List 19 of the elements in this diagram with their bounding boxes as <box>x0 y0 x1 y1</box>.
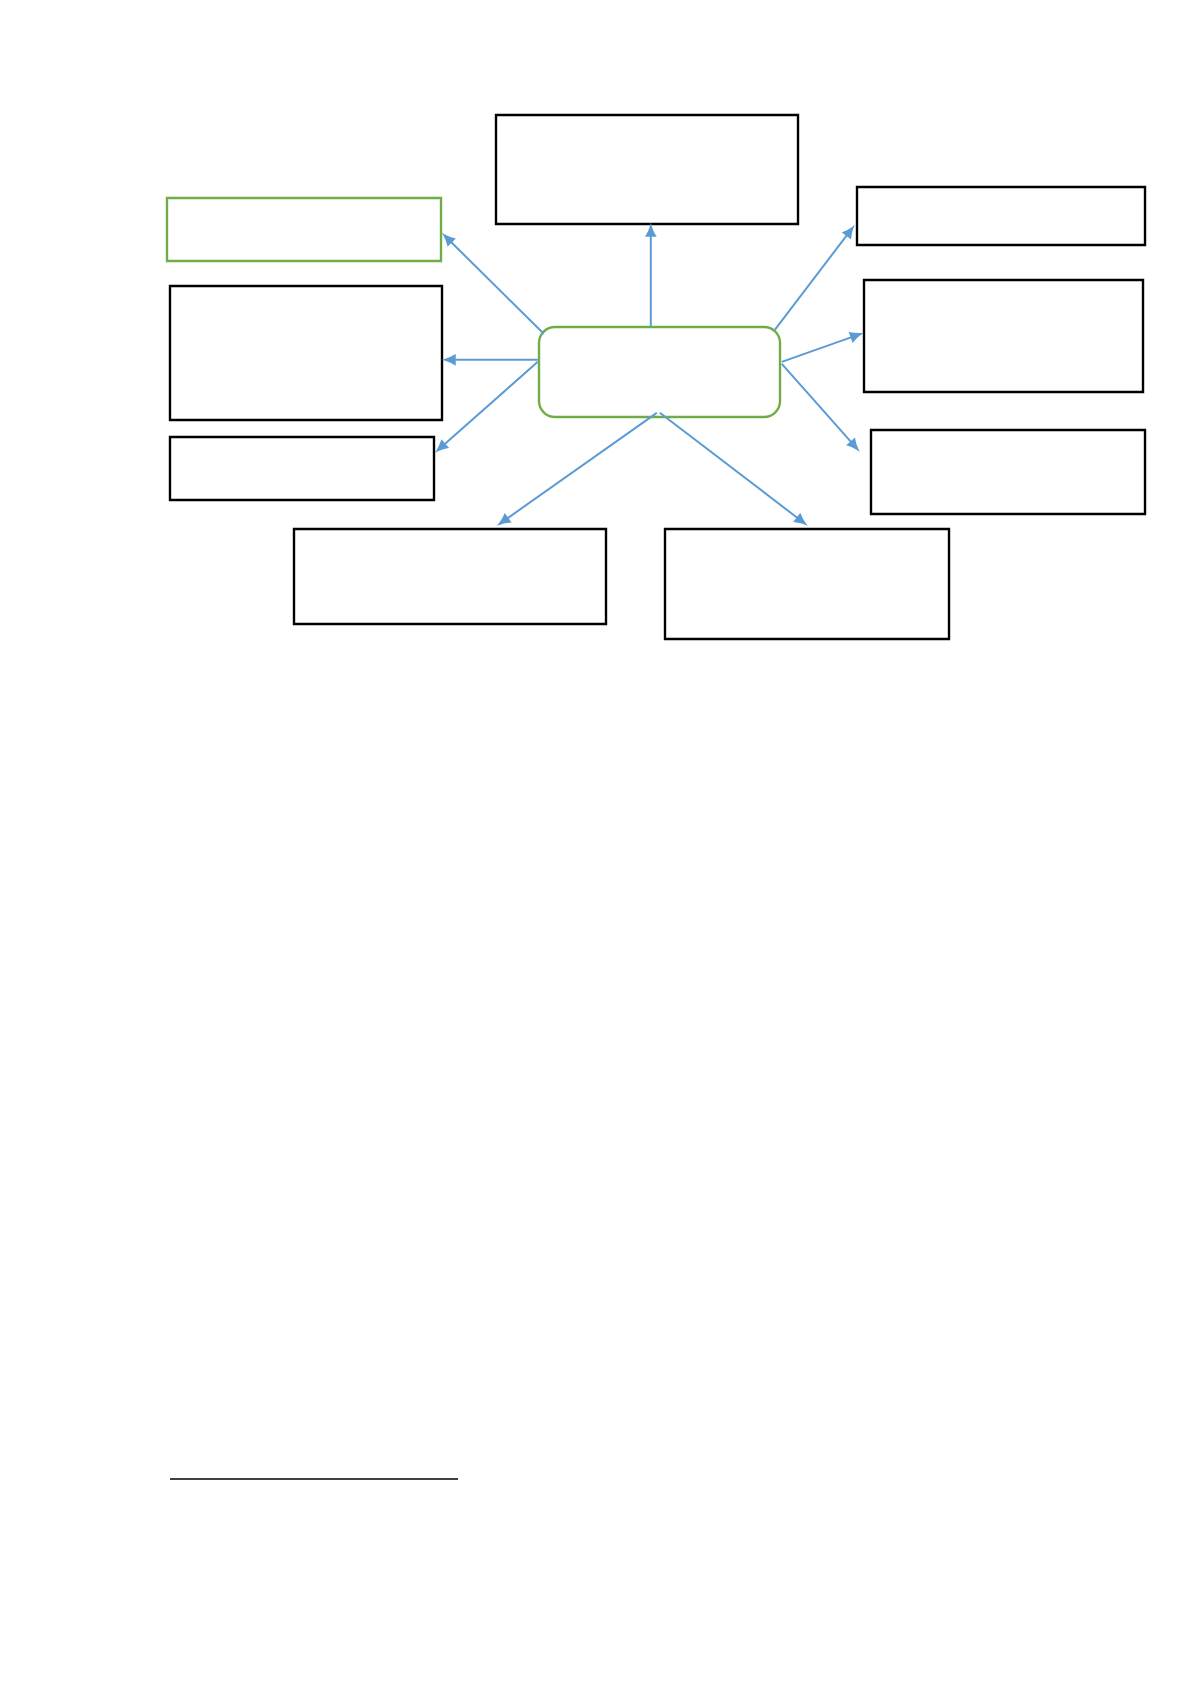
arrow <box>444 354 539 365</box>
arrow <box>658 411 806 525</box>
box <box>165 196 443 263</box>
box <box>862 278 1145 394</box>
box <box>855 185 1147 247</box>
arrow <box>773 226 854 331</box>
box <box>663 527 951 641</box>
arrow <box>443 234 545 335</box>
arrow <box>645 225 656 327</box>
box <box>869 428 1147 516</box>
box <box>168 284 444 422</box>
arrow <box>498 411 658 525</box>
arrow <box>436 360 539 452</box>
box <box>168 435 436 502</box>
arrow <box>780 362 859 451</box>
box <box>494 113 800 226</box>
arrow <box>780 332 862 363</box>
rounded-box <box>537 325 782 419</box>
box <box>292 527 608 626</box>
